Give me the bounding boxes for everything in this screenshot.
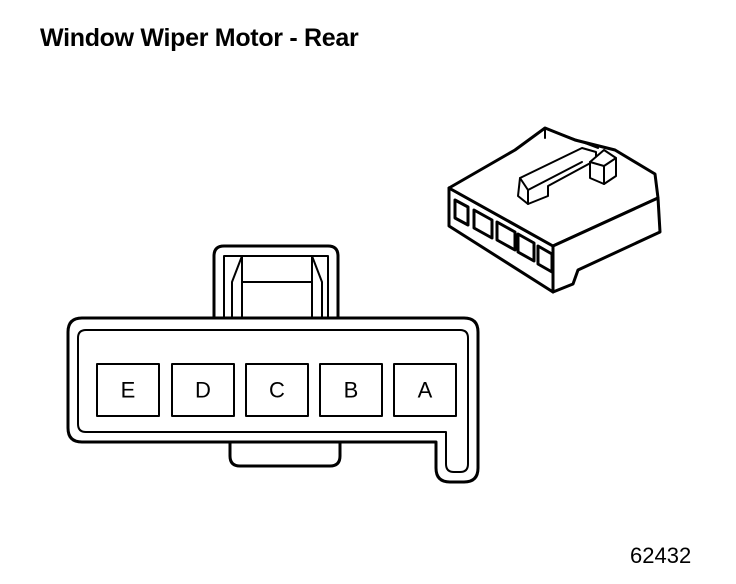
pin-cavity-c: C <box>245 363 309 417</box>
pin-label-e: E <box>121 378 136 403</box>
diagram-title: Window Wiper Motor - Rear <box>40 24 359 52</box>
connector-3d-illustration <box>447 126 662 294</box>
pin-label-d: D <box>195 378 211 403</box>
pin-label-b: B <box>344 378 359 403</box>
pin-cavity-a: A <box>393 363 457 417</box>
pin-cavity-e: E <box>96 363 160 417</box>
pin-cavity-b: B <box>319 363 383 417</box>
cavity-opening <box>453 198 554 274</box>
pin-cavity-d: D <box>171 363 235 417</box>
connector-face-view: E D C B A <box>66 244 480 484</box>
figure-number: 62432 <box>630 543 692 568</box>
pin-label-c: C <box>269 378 285 403</box>
pin-label-a: A <box>418 378 433 403</box>
